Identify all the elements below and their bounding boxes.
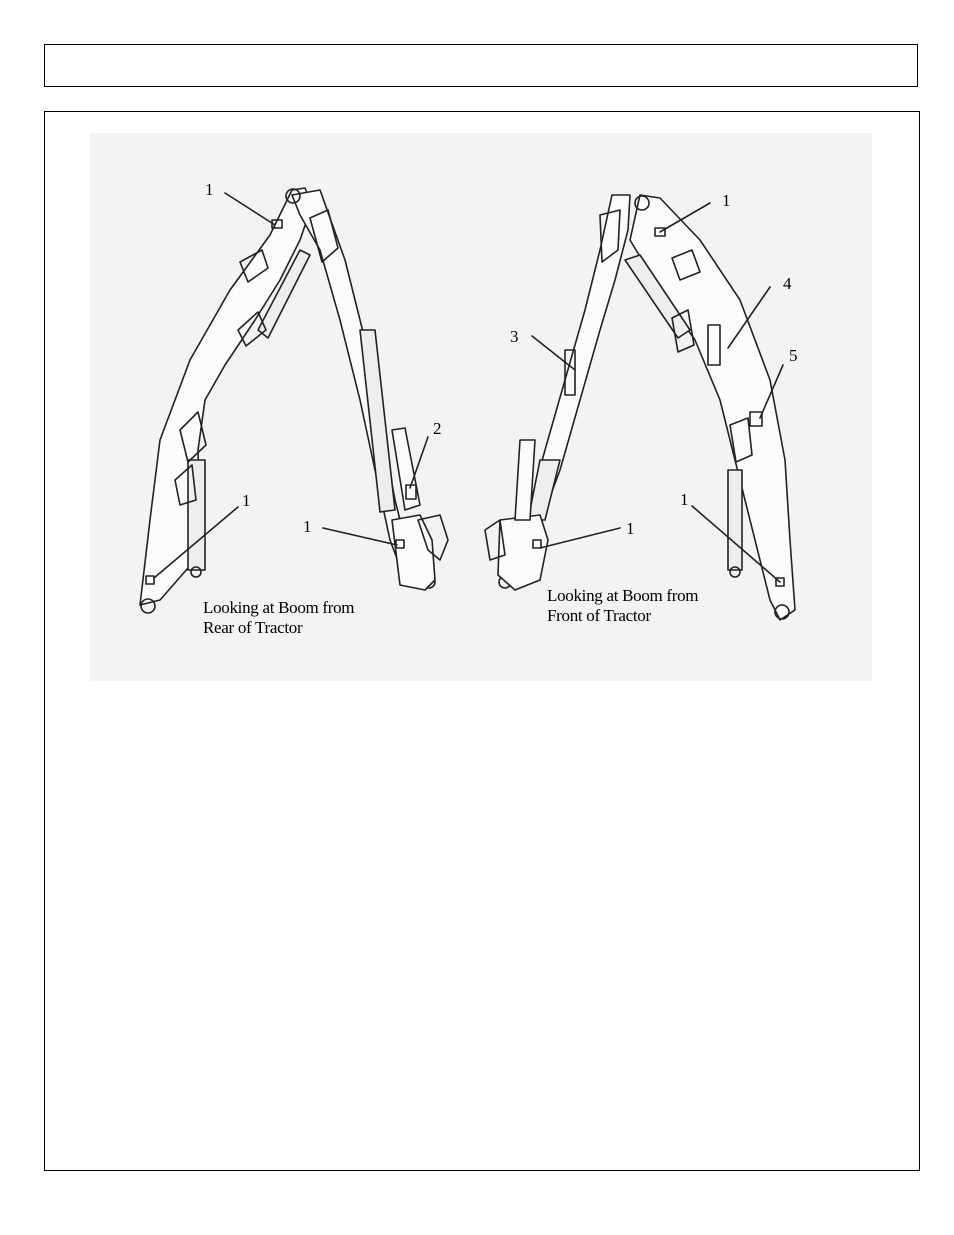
- left-boom-illustration: [140, 188, 448, 613]
- caption-front-line1: Looking at Boom from: [547, 586, 698, 606]
- callout-left-1-top: 1: [205, 181, 214, 198]
- callout-right-1-lower-left: 1: [626, 520, 635, 537]
- caption-rear-line1: Looking at Boom from: [203, 598, 354, 618]
- callout-left-1-lower-left: 1: [242, 492, 251, 509]
- right-leader-1-bottom-left: [540, 528, 620, 548]
- callout-right-5: 5: [789, 347, 798, 364]
- callout-left-2: 2: [433, 420, 442, 437]
- left-leader-1-top: [225, 193, 275, 225]
- left-leader-2: [410, 437, 428, 488]
- caption-rear-view: Looking at Boom from Rear of Tractor: [203, 598, 354, 638]
- callout-right-1-lower-right: 1: [680, 491, 689, 508]
- callout-left-1-lower-right: 1: [303, 518, 312, 535]
- right-leader-3: [532, 336, 575, 370]
- left-leader-1-bottom-right: [323, 528, 397, 545]
- callout-right-3: 3: [510, 328, 519, 345]
- caption-front-view: Looking at Boom from Front of Tractor: [547, 586, 698, 626]
- caption-rear-line2: Rear of Tractor: [203, 618, 354, 638]
- callout-right-1-top: 1: [722, 192, 731, 209]
- right-boom-illustration: [485, 195, 795, 620]
- caption-front-line2: Front of Tractor: [547, 606, 698, 626]
- callout-right-4: 4: [783, 275, 792, 292]
